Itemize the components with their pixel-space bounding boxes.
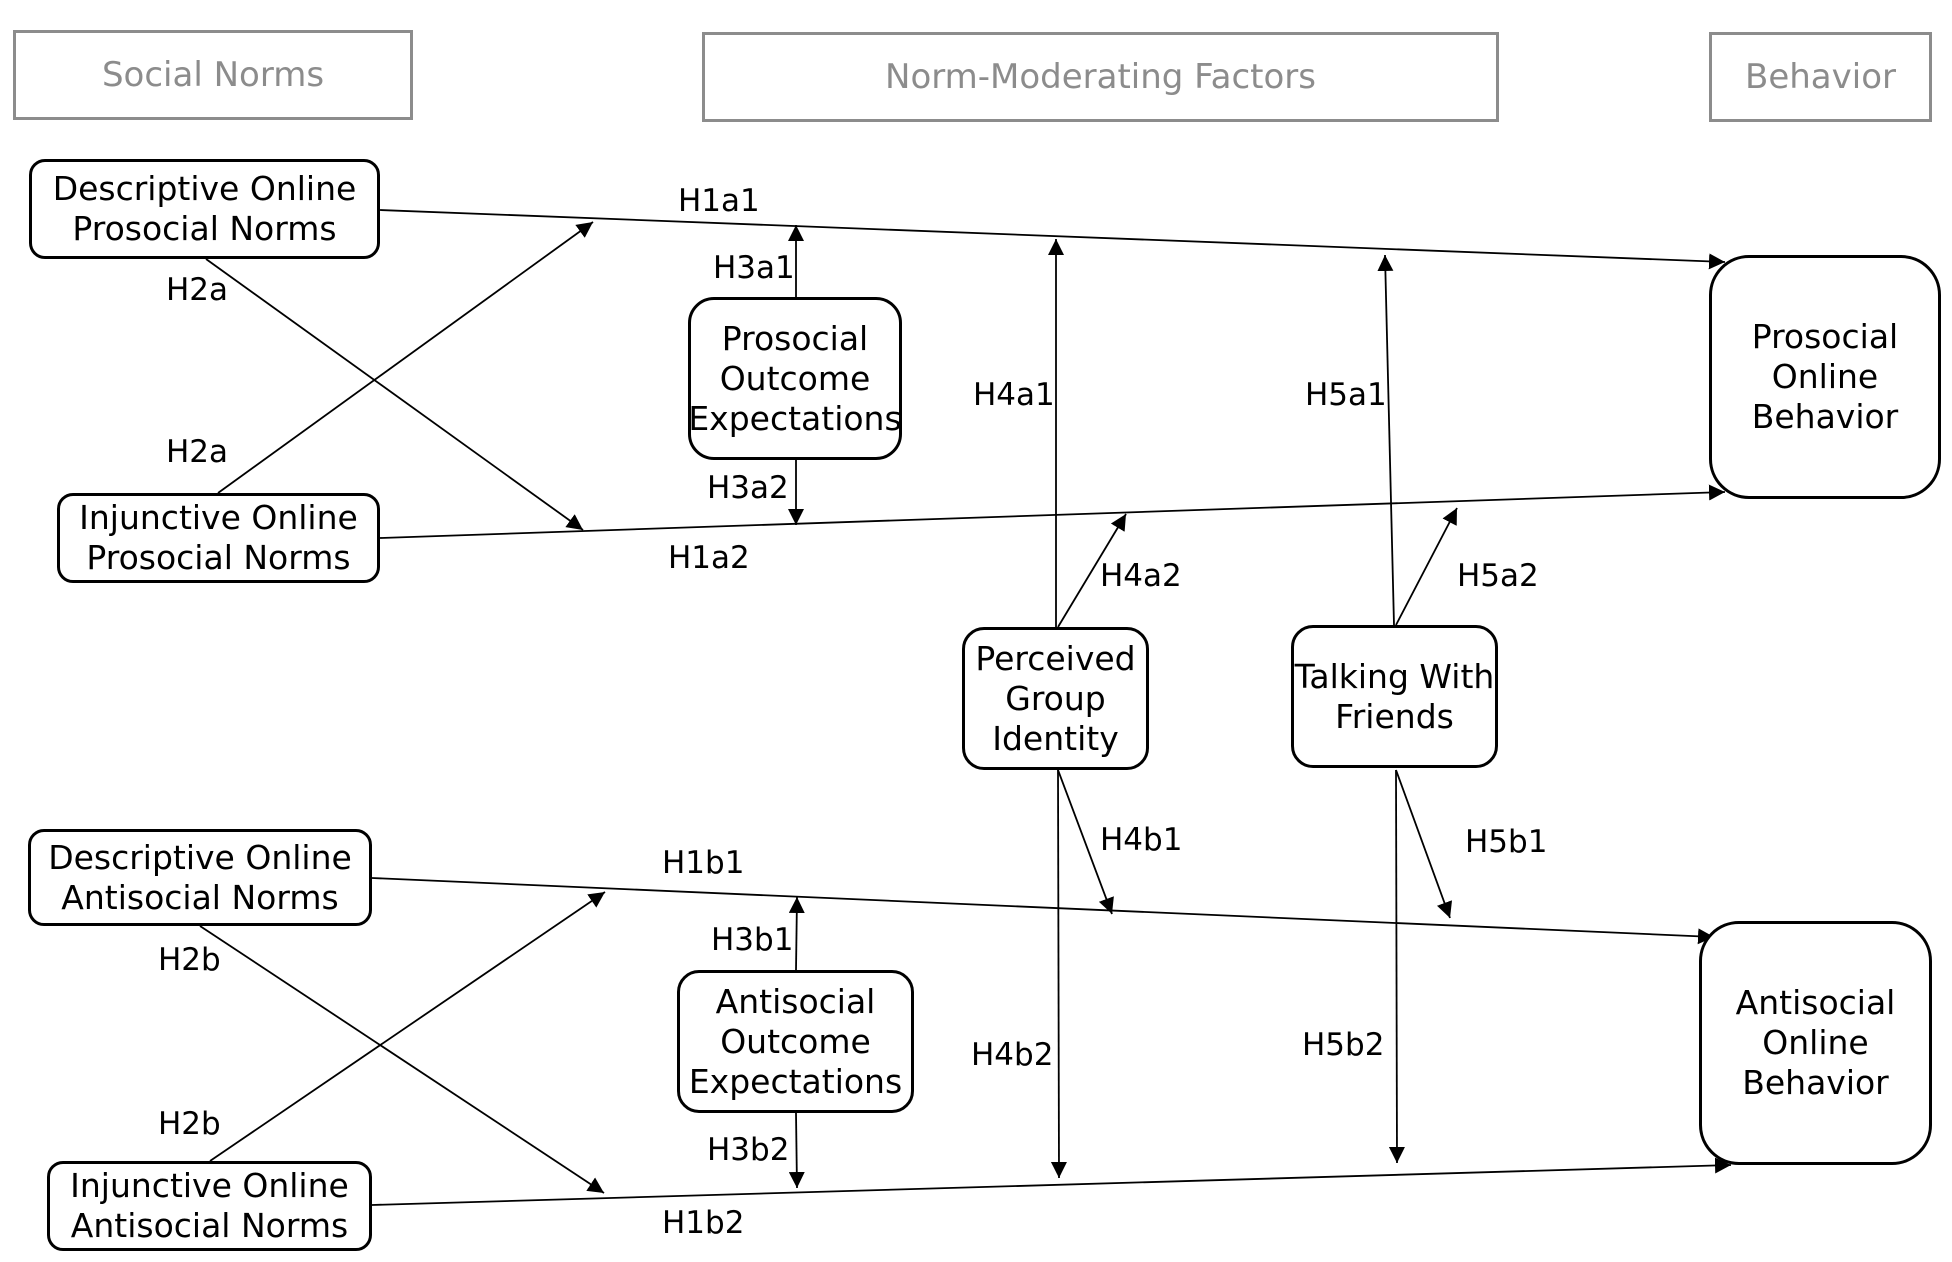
arrow-h1a1 — [379, 209, 1726, 270]
label-h5b1: H5b1 — [1465, 824, 1548, 860]
node-line: Antisocial — [715, 981, 876, 1021]
header-moderating-factors-label: Norm-Moderating Factors — [885, 57, 1316, 97]
node-line: Injunctive Online — [79, 498, 358, 537]
label-h3a2: H3a2 — [707, 470, 789, 506]
arrow-h5b2 — [1388, 769, 1405, 1164]
arrow-h3b2 — [788, 1112, 805, 1189]
arrow-h2b-up — [209, 891, 606, 1162]
arrow-h2b-down — [199, 925, 605, 1194]
label-h2b-top: H2b — [158, 942, 221, 978]
node-prosocial-online-behavior: Prosocial Online Behavior — [1709, 255, 1941, 499]
header-social-norms: Social Norms — [13, 30, 413, 120]
node-line: Friends — [1335, 696, 1454, 736]
arrow-h3b1 — [788, 896, 805, 971]
arrow-h2a-up — [217, 221, 594, 494]
node-line: Behavior — [1751, 397, 1899, 436]
arrow-h1b2 — [371, 1157, 1732, 1206]
node-line: Prosocial Norms — [72, 209, 337, 248]
label-h2a-bottom: H2a — [166, 434, 229, 470]
arrow-h5b1 — [1395, 769, 1453, 919]
node-line: Prosocial — [1751, 317, 1899, 356]
node-talking-with-friends: Talking With Friends — [1291, 625, 1498, 768]
node-line: Prosocial Norms — [86, 538, 351, 577]
label-h5a1: H5a1 — [1305, 377, 1387, 413]
label-h1a2: H1a2 — [668, 540, 750, 576]
node-line: Antisocial Norms — [61, 877, 339, 917]
label-h5a2: H5a2 — [1457, 558, 1539, 594]
node-line: Antisocial Norms — [70, 1206, 349, 1245]
node-injunctive-prosocial-norms: Injunctive Online Prosocial Norms — [57, 493, 380, 583]
node-prosocial-outcome-expectations: Prosocial Outcome Expectations — [688, 297, 902, 460]
node-line: Outcome — [719, 358, 871, 398]
node-descriptive-prosocial-norms: Descriptive Online Prosocial Norms — [29, 159, 380, 259]
node-line: Identity — [992, 718, 1119, 758]
node-line: Online — [1771, 357, 1879, 396]
node-descriptive-antisocial-norms: Descriptive Online Antisocial Norms — [28, 829, 372, 926]
arrow-h1b1 — [371, 877, 1715, 945]
node-line: Antisocial — [1735, 983, 1896, 1022]
arrow-h2a-down — [205, 258, 584, 531]
node-line: Perceived — [975, 638, 1136, 678]
node-injunctive-antisocial-norms: Injunctive Online Antisocial Norms — [47, 1161, 372, 1251]
arrow-h5a2 — [1395, 507, 1458, 626]
node-line: Group — [1005, 678, 1106, 718]
label-h3b2: H3b2 — [707, 1132, 790, 1168]
label-h4a2: H4a2 — [1100, 558, 1182, 594]
arrow-h4b1 — [1057, 769, 1114, 915]
node-line: Injunctive Online — [70, 1166, 349, 1205]
label-h4a1: H4a1 — [973, 377, 1055, 413]
node-antisocial-online-behavior: Antisocial Online Behavior — [1699, 921, 1932, 1165]
arrow-h4a2 — [1057, 513, 1127, 628]
label-h4b1: H4b1 — [1100, 822, 1183, 858]
label-h1a1: H1a1 — [678, 183, 760, 219]
node-line: Behavior — [1742, 1063, 1889, 1102]
label-h1b2: H1b2 — [662, 1205, 745, 1241]
header-behavior-label: Behavior — [1745, 57, 1896, 97]
label-h1b1: H1b1 — [662, 845, 745, 881]
label-h2b-bottom: H2b — [158, 1106, 221, 1142]
node-line: Outcome — [720, 1021, 871, 1061]
node-line: Prosocial — [721, 318, 869, 358]
header-behavior: Behavior — [1709, 32, 1932, 122]
node-line: Expectations — [688, 1061, 903, 1101]
node-perceived-group-identity: Perceived Group Identity — [962, 627, 1149, 770]
label-h2a-top: H2a — [166, 272, 229, 308]
node-line: Descriptive Online — [48, 837, 352, 877]
label-h3b1: H3b1 — [711, 922, 794, 958]
arrow-h1a2 — [379, 484, 1726, 539]
label-h5b2: H5b2 — [1302, 1027, 1385, 1063]
arrow-h4b2 — [1050, 769, 1067, 1179]
arrow-h5a1 — [1377, 254, 1395, 626]
label-h3a1: H3a1 — [713, 250, 795, 286]
label-h4b2: H4b2 — [971, 1037, 1054, 1073]
node-line: Talking With — [1294, 656, 1495, 696]
node-antisocial-outcome-expectations: Antisocial Outcome Expectations — [677, 970, 914, 1113]
node-line: Expectations — [688, 398, 902, 438]
header-moderating-factors: Norm-Moderating Factors — [702, 32, 1499, 122]
node-line: Online — [1762, 1023, 1869, 1062]
node-line: Descriptive Online — [52, 169, 357, 208]
header-social-norms-label: Social Norms — [101, 55, 325, 95]
